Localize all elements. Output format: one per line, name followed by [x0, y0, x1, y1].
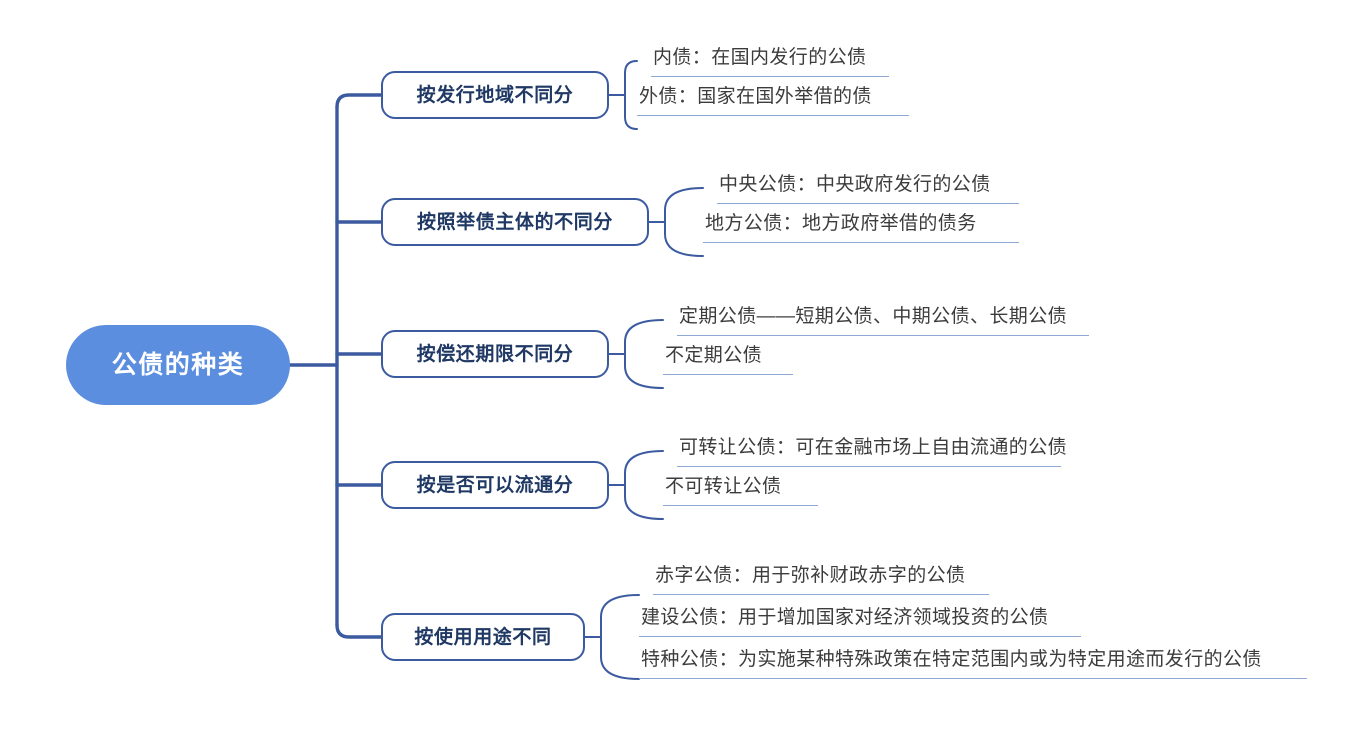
leaf-item[interactable]: 定期公债——短期公债、中期公债、长期公债 — [677, 297, 1089, 336]
branch-node-2[interactable]: 按照举债主体的不同分 — [381, 198, 649, 246]
branch-node-5[interactable]: 按使用用途不同 — [381, 613, 585, 661]
leaf-label: 内债：在国内发行的公债 — [653, 46, 867, 68]
leaf-item[interactable]: 特种公债：为实施某种特殊政策在特定范围内或为特定用途而发行的公债 — [639, 640, 1307, 679]
leaf-item[interactable]: 可转让公债：可在金融市场上自由流通的公债 — [677, 428, 1067, 467]
wire-branch-5 — [335, 623, 383, 639]
branch-node-1[interactable]: 按发行地域不同分 — [381, 71, 609, 119]
leaf-label: 赤字公债：用于弥补财政赤字的公债 — [655, 564, 966, 586]
leaf-item[interactable]: 建设公债：用于增加国家对经济领域投资的公债 — [639, 598, 1081, 637]
leaf-item[interactable]: 不可转让公债 — [663, 467, 818, 506]
root-node[interactable]: 公债的种类 — [66, 325, 290, 405]
wire-bracket-2 — [664, 187, 704, 257]
wire-bracket-1 — [624, 60, 638, 130]
leaf-label: 建设公债：用于增加国家对经济领域投资的公债 — [641, 606, 1049, 628]
branch-label-3: 按偿还期限不同分 — [416, 343, 574, 365]
wire-branch-1 — [335, 93, 383, 109]
leaf-item[interactable]: 地方公债：地方政府举借的债务 — [703, 204, 1019, 243]
branch-label-2: 按照举债主体的不同分 — [416, 211, 613, 233]
leaf-label: 不可转让公债 — [665, 475, 782, 497]
leaf-label: 可转让公债：可在金融市场上自由流通的公债 — [679, 436, 1068, 458]
root-label: 公债的种类 — [111, 350, 245, 379]
leaf-label: 外债：国家在国外举借的债 — [639, 85, 872, 107]
wire-bracket-4 — [624, 450, 664, 520]
leaf-item[interactable]: 中央公债：中央政府发行的公债 — [717, 165, 1019, 204]
leaf-item[interactable]: 内债：在国内发行的公债 — [651, 38, 889, 77]
branch-node-3[interactable]: 按偿还期限不同分 — [381, 330, 609, 378]
leaf-label: 中央公债：中央政府发行的公债 — [719, 173, 991, 195]
branch-node-4[interactable]: 按是否可以流通分 — [381, 461, 609, 509]
branch-label-4: 按是否可以流通分 — [416, 474, 574, 496]
wire-bracket-3 — [624, 319, 664, 389]
wire-bracket-5 — [600, 594, 640, 680]
branch-label-1: 按发行地域不同分 — [416, 84, 574, 106]
leaf-label: 不定期公债 — [665, 344, 763, 366]
branch-label-5: 按使用用途不同 — [414, 626, 552, 648]
leaf-item[interactable]: 外债：国家在国外举借的债 — [637, 77, 909, 116]
leaf-item[interactable]: 不定期公债 — [663, 336, 793, 375]
leaf-label: 特种公债：为实施某种特殊政策在特定范围内或为特定用途而发行的公债 — [641, 648, 1262, 670]
leaf-item[interactable]: 赤字公债：用于弥补财政赤字的公债 — [653, 556, 989, 595]
leaf-label: 地方公债：地方政府举借的债务 — [705, 212, 977, 234]
leaf-label: 定期公债——短期公债、中期公债、长期公债 — [679, 305, 1068, 327]
